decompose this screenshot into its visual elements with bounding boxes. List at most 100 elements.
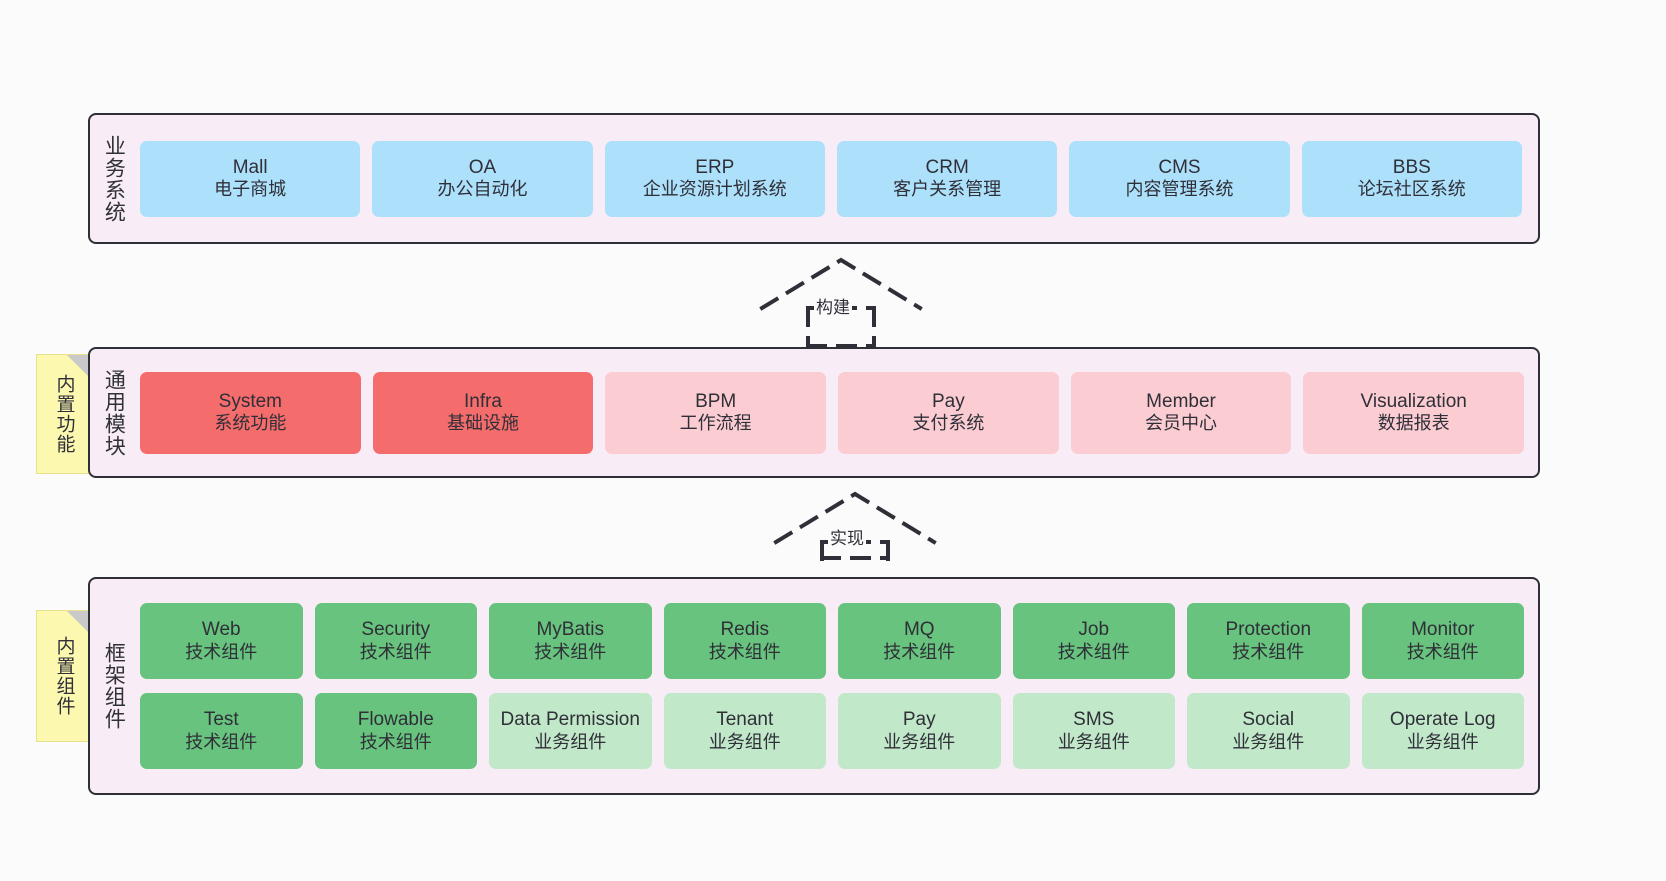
card-flowable-desc: 技术组件	[359, 731, 432, 752]
card-cms-desc: 内容管理系统	[1125, 179, 1234, 200]
card-system[interactable]: System 系统功能	[140, 371, 361, 454]
card-sms-name: SMS	[1073, 709, 1115, 731]
connector-implement: 实现	[766, 490, 944, 562]
card-cms[interactable]: CMS 内容管理系统	[1069, 140, 1290, 217]
layer-common-modules-body: System 系统功能 Infra 基础设施 BPM 工作流程 Pay 支付系统…	[136, 349, 1538, 476]
card-test-name: Test	[203, 709, 239, 731]
card-pay-module[interactable]: Pay 支付系统	[838, 371, 1059, 454]
card-pay-component[interactable]: Pay 业务组件	[838, 693, 1001, 769]
connector-build-label: 构建	[814, 293, 852, 318]
note-builtin-components-label: 内置组件	[53, 636, 75, 716]
card-bpm-desc: 工作流程	[679, 413, 752, 434]
card-sms[interactable]: SMS 业务组件	[1012, 693, 1175, 769]
card-mq-desc: 技术组件	[883, 641, 956, 662]
card-visualization[interactable]: Visualization 数据报表	[1303, 371, 1525, 454]
card-infra[interactable]: Infra 基础设施	[372, 371, 594, 454]
card-crm-name: CRM	[925, 156, 969, 178]
card-data-permission-desc: 业务组件	[534, 731, 607, 752]
card-crm-desc: 客户关系管理	[893, 179, 1002, 200]
card-data-permission-name: Data Permission	[500, 709, 640, 731]
card-mall-name: Mall	[232, 156, 268, 178]
framework-card-row-1: Web 技术组件 Security 技术组件 MyBatis 技术组件 Redi…	[140, 603, 1524, 679]
card-system-desc: 系统功能	[214, 413, 287, 434]
card-social[interactable]: Social 业务组件	[1187, 693, 1350, 769]
layer-common-modules: 通用模块 System 系统功能 Infra 基础设施 BPM 工作流程 Pay…	[88, 347, 1540, 478]
card-bbs[interactable]: BBS 论坛社区系统	[1301, 140, 1522, 217]
card-mybatis[interactable]: MyBatis 技术组件	[489, 603, 652, 679]
card-erp-desc: 企业资源计划系统	[642, 179, 787, 200]
card-protection-name: Protection	[1225, 619, 1312, 641]
card-visualization-name: Visualization	[1360, 390, 1467, 412]
card-pay-module-desc: 支付系统	[912, 413, 985, 434]
card-pay-component-desc: 业务组件	[883, 731, 956, 752]
card-social-name: Social	[1242, 709, 1295, 731]
modules-card-row: System 系统功能 Infra 基础设施 BPM 工作流程 Pay 支付系统…	[140, 371, 1525, 454]
card-bpm[interactable]: BPM 工作流程	[605, 371, 827, 454]
card-crm[interactable]: CRM 客户关系管理	[836, 140, 1058, 217]
note-builtin-functions-label: 内置功能	[53, 374, 75, 454]
note-builtin-functions: 内置功能	[36, 354, 90, 474]
note-builtin-components: 内置组件	[36, 610, 90, 742]
card-infra-name: Infra	[463, 390, 503, 412]
card-mall-desc: 电子商城	[214, 179, 287, 200]
card-oa-desc: 办公自动化	[437, 179, 528, 200]
card-bpm-name: BPM	[695, 390, 737, 412]
card-tenant[interactable]: Tenant 业务组件	[663, 693, 826, 769]
card-bbs-name: BBS	[1392, 156, 1431, 178]
card-operate-log-name: Operate Log	[1389, 709, 1496, 731]
layer-business-systems-body: Mall 电子商城 OA 办公自动化 ERP 企业资源计划系统 CRM 客户关系…	[136, 115, 1538, 242]
card-infra-desc: 基础设施	[447, 413, 519, 434]
card-member[interactable]: Member 会员中心	[1070, 371, 1292, 454]
layer-framework-components: 框架组件 Web 技术组件 Security 技术组件 MyBatis 技术组件…	[88, 577, 1540, 795]
card-mybatis-desc: 技术组件	[534, 641, 607, 662]
card-redis-desc: 技术组件	[708, 641, 781, 662]
card-monitor-desc: 技术组件	[1406, 641, 1479, 662]
card-mybatis-name: MyBatis	[536, 619, 605, 641]
card-tenant-name: Tenant	[716, 709, 774, 731]
card-erp-name: ERP	[695, 156, 735, 178]
card-flowable-name: Flowable	[357, 709, 434, 731]
card-security-desc: 技术组件	[359, 641, 432, 662]
card-operate-log[interactable]: Operate Log 业务组件	[1361, 693, 1524, 769]
card-data-permission[interactable]: Data Permission 业务组件	[489, 693, 652, 769]
card-member-desc: 会员中心	[1145, 413, 1218, 434]
layer-framework-components-body: Web 技术组件 Security 技术组件 MyBatis 技术组件 Redi…	[136, 579, 1538, 793]
card-visualization-desc: 数据报表	[1377, 413, 1450, 434]
card-bbs-desc: 论坛社区系统	[1357, 179, 1466, 200]
card-web-name: Web	[201, 619, 241, 641]
card-security[interactable]: Security 技术组件	[314, 603, 477, 679]
card-mall[interactable]: Mall 电子商城	[140, 140, 361, 217]
card-web-desc: 技术组件	[185, 641, 258, 662]
card-job-desc: 技术组件	[1057, 641, 1130, 662]
card-monitor[interactable]: Monitor 技术组件	[1361, 603, 1524, 679]
card-protection[interactable]: Protection 技术组件	[1187, 603, 1350, 679]
card-redis-name: Redis	[720, 619, 770, 641]
business-card-row: Mall 电子商城 OA 办公自动化 ERP 企业资源计划系统 CRM 客户关系…	[140, 140, 1522, 217]
card-pay-module-name: Pay	[931, 390, 965, 412]
card-social-desc: 业务组件	[1232, 731, 1305, 752]
card-web[interactable]: Web 技术组件	[140, 603, 303, 679]
card-redis[interactable]: Redis 技术组件	[663, 603, 826, 679]
card-oa[interactable]: OA 办公自动化	[372, 140, 593, 217]
layer-framework-components-title: 框架组件	[102, 642, 126, 730]
layer-business-systems: 业务系统 Mall 电子商城 OA 办公自动化 ERP 企业资源计划系统 CRM…	[88, 113, 1540, 244]
card-sms-desc: 业务组件	[1057, 731, 1130, 752]
card-test-desc: 技术组件	[185, 731, 258, 752]
card-cms-name: CMS	[1158, 156, 1201, 178]
card-protection-desc: 技术组件	[1232, 641, 1305, 662]
card-job-name: Job	[1078, 619, 1110, 641]
card-flowable[interactable]: Flowable 技术组件	[314, 693, 477, 769]
framework-card-row-2: Test 技术组件 Flowable 技术组件 Data Permission …	[140, 693, 1524, 769]
card-test[interactable]: Test 技术组件	[140, 693, 303, 769]
card-system-name: System	[218, 390, 283, 412]
card-oa-name: OA	[468, 156, 497, 178]
card-operate-log-desc: 业务组件	[1406, 731, 1479, 752]
connector-build: 构建	[752, 256, 930, 350]
connector-implement-label: 实现	[828, 524, 866, 549]
card-job[interactable]: Job 技术组件	[1012, 603, 1175, 679]
card-mq[interactable]: MQ 技术组件	[838, 603, 1001, 679]
card-tenant-desc: 业务组件	[708, 731, 781, 752]
card-mq-name: MQ	[903, 619, 935, 641]
card-erp[interactable]: ERP 企业资源计划系统	[604, 140, 825, 217]
